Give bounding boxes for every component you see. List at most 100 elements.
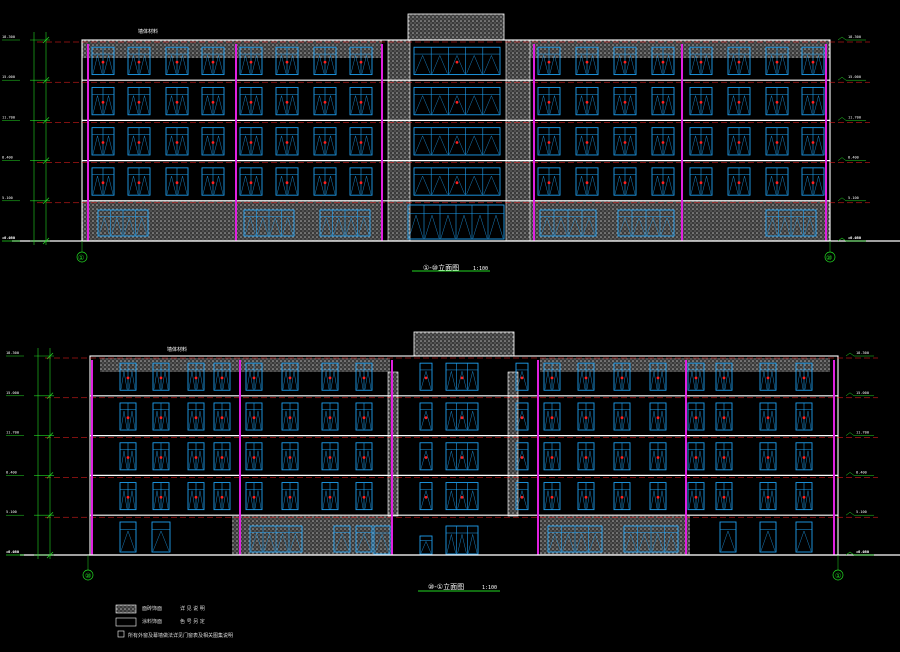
window-opening-mark <box>330 490 338 509</box>
window-opening-mark <box>544 411 552 430</box>
window-opening-mark <box>290 411 298 430</box>
level-marker <box>323 141 327 144</box>
window-opening-mark <box>651 533 664 552</box>
window <box>445 362 479 391</box>
dimension-slash <box>46 352 54 360</box>
window-opening-mark <box>251 135 262 155</box>
window-opening-mark <box>456 214 472 239</box>
window-opening-mark <box>240 175 251 195</box>
legend-note-2: 色 号 另 定 <box>180 618 205 625</box>
window-opening-mark <box>322 490 330 509</box>
window-opening-mark <box>688 450 696 469</box>
window-opening-mark <box>361 95 372 114</box>
window-opening-mark <box>578 450 586 469</box>
window-opening-mark <box>813 55 824 74</box>
window-opening-mark <box>254 371 262 390</box>
dimension-slash <box>46 392 54 400</box>
window-opening-mark <box>720 530 736 552</box>
level-marker <box>249 100 253 104</box>
window-opening-mark <box>777 175 788 195</box>
window-opening-mark <box>618 217 632 236</box>
window-opening-mark <box>466 95 482 114</box>
level-tag-right: 18.300 <box>856 351 869 355</box>
window-opening-mark <box>314 135 325 155</box>
window-opening-mark <box>658 490 666 509</box>
window-opening-mark <box>796 490 804 509</box>
window-opening-mark <box>614 55 625 74</box>
level-marker <box>460 495 464 499</box>
level-marker <box>424 416 428 420</box>
window-opening-mark <box>549 175 560 195</box>
window-opening-mark <box>766 175 777 195</box>
level-marker <box>694 495 698 499</box>
window-opening-mark <box>724 371 732 390</box>
level-marker <box>424 456 428 459</box>
window-opening-mark <box>796 371 804 390</box>
window <box>413 86 501 116</box>
level-marker <box>694 456 698 459</box>
level-marker <box>585 181 589 185</box>
window <box>413 46 501 76</box>
window-opening-mark <box>325 135 336 155</box>
window-opening-mark <box>322 450 330 469</box>
window-opening-mark <box>614 95 625 114</box>
window-opening-mark <box>120 371 128 390</box>
window-opening-mark <box>446 411 456 430</box>
level-marker <box>737 60 741 64</box>
window-opening-mark <box>760 411 768 430</box>
window-opening-mark <box>632 217 646 236</box>
window-opening-mark <box>538 95 549 114</box>
level-marker <box>285 60 289 64</box>
window-opening-mark <box>652 95 663 114</box>
level-tag-left: ±0.000 <box>6 550 19 554</box>
level-marker <box>766 456 770 459</box>
window-opening-mark <box>582 217 596 236</box>
window-opening-mark <box>330 450 338 469</box>
window-opening-mark <box>263 533 276 552</box>
level-marker <box>699 181 703 185</box>
window-opening-mark <box>334 533 350 552</box>
window-opening-mark <box>414 135 431 155</box>
level-marker <box>699 141 703 144</box>
level-tag-left: 15.000 <box>2 75 15 79</box>
level-marker <box>101 181 105 185</box>
level-marker <box>623 141 627 144</box>
window-opening-mark <box>213 95 224 114</box>
window-opening-mark <box>568 217 582 236</box>
window-opening-mark <box>120 450 128 469</box>
window-opening-mark <box>420 410 432 430</box>
window-opening-mark <box>322 411 330 430</box>
window-opening-mark <box>350 55 361 74</box>
window-opening-mark <box>650 450 658 469</box>
window-opening-mark <box>804 371 812 390</box>
level-marker <box>424 495 428 499</box>
dimension-slash <box>46 432 54 439</box>
level-marker <box>194 416 198 420</box>
level-tag-right: 11.700 <box>856 431 869 435</box>
window-opening-mark <box>457 450 467 469</box>
window-opening-mark <box>663 135 674 155</box>
window-opening-mark <box>516 370 528 390</box>
level-marker <box>288 456 292 459</box>
window <box>759 521 777 553</box>
window-opening-mark <box>638 533 651 552</box>
window-opening-mark <box>760 371 768 390</box>
level-marker <box>661 141 665 144</box>
window-opening-mark <box>222 371 230 390</box>
window-opening-mark <box>796 530 812 552</box>
window <box>419 402 433 431</box>
window <box>419 442 433 471</box>
window-opening-mark <box>552 371 560 390</box>
window-opening-mark <box>777 95 788 114</box>
window-opening-mark <box>538 175 549 195</box>
level-tag-right: ±0.000 <box>848 236 861 240</box>
window-opening-mark <box>251 175 262 195</box>
window-opening-mark <box>358 217 370 236</box>
window <box>445 402 479 431</box>
window-opening-mark <box>202 55 213 74</box>
window-opening-mark <box>214 371 222 390</box>
window-opening-mark <box>92 95 103 114</box>
window-opening-mark <box>624 533 637 552</box>
window-opening-mark <box>650 490 658 509</box>
